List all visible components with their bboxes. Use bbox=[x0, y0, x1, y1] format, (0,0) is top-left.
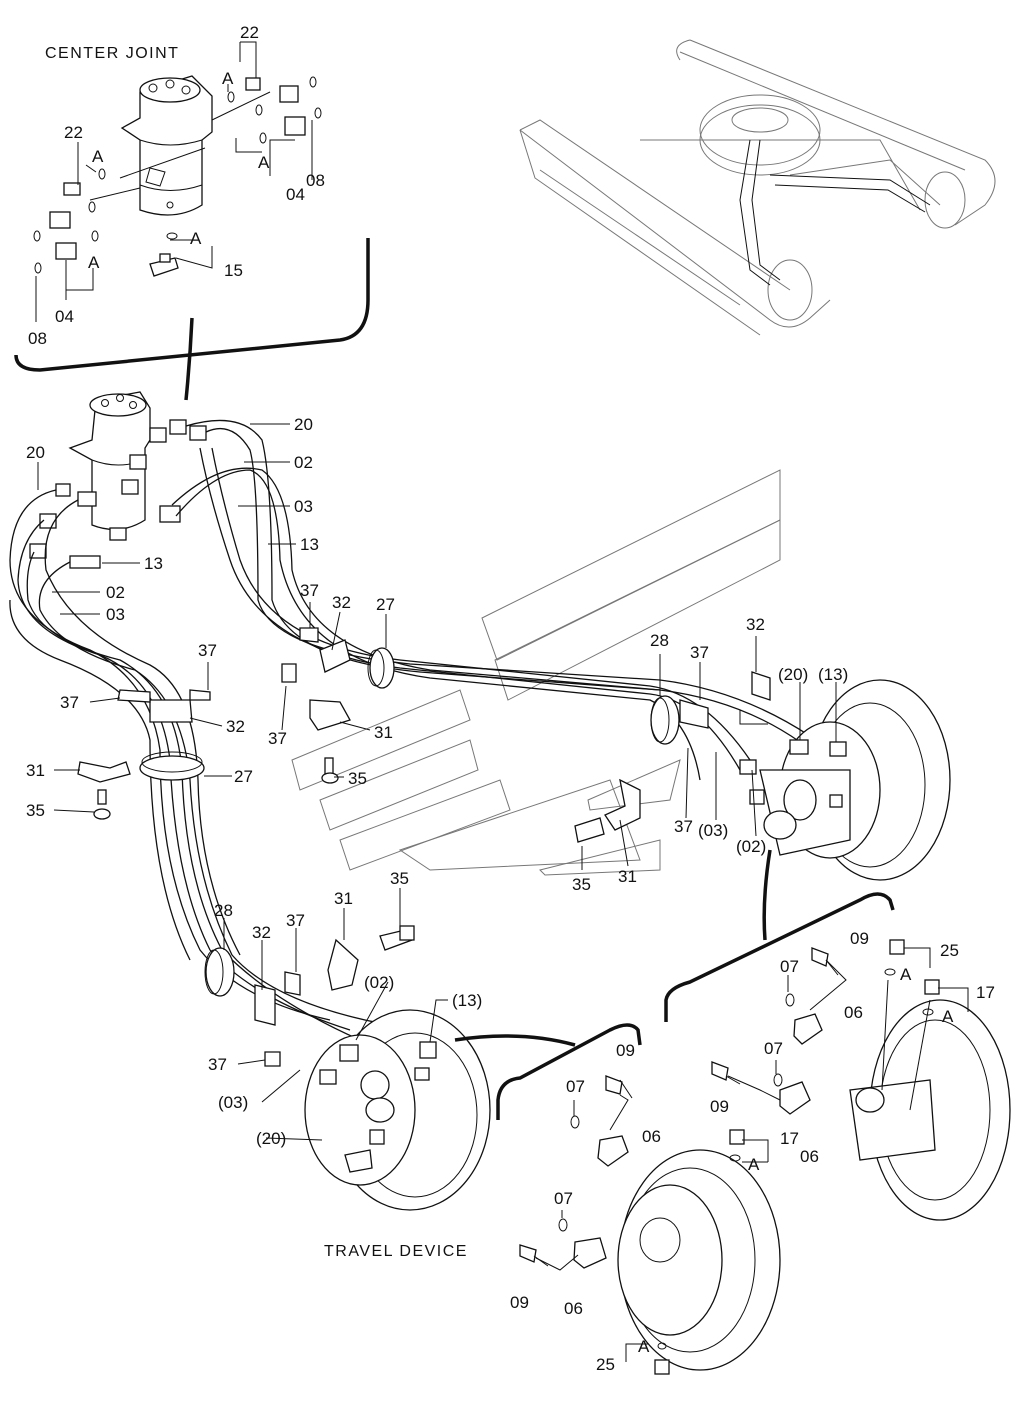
ref-a-1: A bbox=[222, 69, 234, 88]
detail-brackets bbox=[454, 849, 895, 1120]
label-08-right: 08 bbox=[306, 171, 325, 190]
travel-device-title: TRAVEL DEVICE bbox=[324, 1243, 468, 1260]
label-27-b: 27 bbox=[376, 595, 395, 614]
label-31-a: 31 bbox=[26, 761, 45, 780]
label-32-d: 32 bbox=[252, 923, 271, 942]
label-28-b: 28 bbox=[214, 901, 233, 920]
label-06-d3: 06 bbox=[844, 1003, 863, 1022]
label-37-d: 37 bbox=[268, 729, 287, 748]
background-arrow-marks bbox=[291, 469, 781, 876]
label-37-g: 37 bbox=[286, 911, 305, 930]
detail-bolts bbox=[533, 959, 839, 1267]
label-37-e: 37 bbox=[690, 643, 709, 662]
label-32-c: 32 bbox=[746, 615, 765, 634]
label-31-b: 31 bbox=[374, 723, 393, 742]
label-04-right: 04 bbox=[286, 185, 305, 204]
label-35-a: 35 bbox=[26, 801, 45, 820]
label-13-top: 13 bbox=[300, 535, 319, 554]
ref-a-4: A bbox=[88, 253, 100, 272]
label-07-d1: 07 bbox=[566, 1077, 585, 1096]
label-27-a: 27 bbox=[234, 767, 253, 786]
inset-pointer bbox=[184, 317, 194, 401]
label-13-paren-b: (13) bbox=[452, 991, 482, 1010]
label-20-left: 20 bbox=[26, 443, 45, 462]
label-02-left: 02 bbox=[106, 583, 125, 602]
main-labels: 20 02 03 13 20 13 02 03 37 37 32 27 31 3… bbox=[26, 415, 848, 1148]
label-20-top: 20 bbox=[294, 415, 313, 434]
right-travel-motor bbox=[739, 679, 951, 881]
ref-a-d3: A bbox=[900, 965, 912, 984]
hoses-to-right-travel bbox=[171, 419, 811, 781]
main-leaders bbox=[37, 423, 837, 1141]
label-20-paren-b: (20) bbox=[256, 1129, 286, 1148]
detail-labels: TRAVEL DEVICE 09 07 06 17 A 07 09 06 A 2… bbox=[324, 929, 995, 1374]
main-center-joint bbox=[29, 391, 207, 569]
label-32-b: 32 bbox=[332, 593, 351, 612]
label-03-paren-a: (03) bbox=[698, 821, 728, 840]
label-02-paren-a: (02) bbox=[736, 837, 766, 856]
label-25-d2: 25 bbox=[940, 941, 959, 960]
left-travel-motor bbox=[304, 1009, 491, 1211]
label-37-f: 37 bbox=[674, 817, 693, 836]
label-32-a: 32 bbox=[226, 717, 245, 736]
label-20-paren-a: (20) bbox=[778, 665, 808, 684]
o-rings bbox=[33, 76, 322, 274]
label-37-c: 37 bbox=[300, 581, 319, 600]
label-06-d2: 06 bbox=[564, 1299, 583, 1318]
label-09-d1: 09 bbox=[616, 1041, 635, 1060]
label-02-top: 02 bbox=[294, 453, 313, 472]
label-09-d4: 09 bbox=[710, 1097, 729, 1116]
clamps bbox=[77, 627, 771, 1067]
ref-a-2: A bbox=[92, 147, 104, 166]
center-joint-inset: CENTER JOINT bbox=[14, 23, 370, 401]
label-17-d2: 17 bbox=[976, 983, 995, 1002]
label-22-left: 22 bbox=[64, 123, 83, 142]
label-17-d1: 17 bbox=[780, 1129, 799, 1148]
ref-a-d4: A bbox=[942, 1007, 954, 1026]
label-03-top: 03 bbox=[294, 497, 313, 516]
ref-a-d1: A bbox=[748, 1155, 760, 1174]
label-31-c: 31 bbox=[618, 867, 637, 886]
label-06-d4: 06 bbox=[800, 1147, 819, 1166]
undercarriage-overview bbox=[519, 39, 996, 336]
center-joint-body bbox=[120, 75, 213, 216]
label-08-left: 08 bbox=[28, 329, 47, 348]
label-31-d: 31 bbox=[334, 889, 353, 908]
label-22-top: 22 bbox=[240, 23, 259, 42]
label-28-a: 28 bbox=[650, 631, 669, 650]
inset-frame bbox=[14, 238, 370, 372]
label-25-d1: 25 bbox=[596, 1355, 615, 1374]
label-35-d: 35 bbox=[390, 869, 409, 888]
label-07-d4: 07 bbox=[764, 1039, 783, 1058]
label-07-d2: 07 bbox=[554, 1189, 573, 1208]
label-07-d3: 07 bbox=[780, 957, 799, 976]
travel-device-detail-lower bbox=[519, 1075, 781, 1375]
ref-a-5: A bbox=[190, 229, 202, 248]
label-35-b: 35 bbox=[348, 769, 367, 788]
label-37-h: 37 bbox=[208, 1055, 227, 1074]
label-03-paren-b: (03) bbox=[218, 1093, 248, 1112]
label-04-left: 04 bbox=[55, 307, 74, 326]
label-13-paren-a: (13) bbox=[818, 665, 848, 684]
label-37-a: 37 bbox=[198, 641, 217, 660]
label-37-b: 37 bbox=[60, 693, 79, 712]
label-09-d2: 09 bbox=[510, 1293, 529, 1312]
label-06-d1: 06 bbox=[642, 1127, 661, 1146]
label-03-left: 03 bbox=[106, 605, 125, 624]
label-15: 15 bbox=[224, 261, 243, 280]
center-joint-title: CENTER JOINT bbox=[45, 45, 179, 62]
label-02-paren-b: (02) bbox=[364, 973, 394, 992]
leaders bbox=[35, 41, 313, 322]
label-35-c: 35 bbox=[572, 875, 591, 894]
ref-a-3: A bbox=[258, 153, 270, 172]
fittings bbox=[49, 77, 306, 277]
ref-a-d2: A bbox=[638, 1337, 650, 1356]
label-13-left: 13 bbox=[144, 554, 163, 573]
label-09-d3: 09 bbox=[850, 929, 869, 948]
travel-device-detail-upper bbox=[711, 939, 1011, 1221]
